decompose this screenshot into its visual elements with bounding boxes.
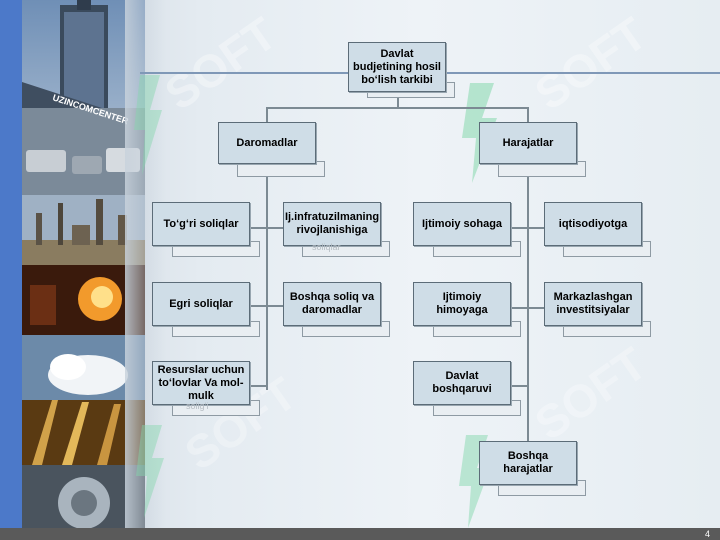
connector-line (250, 305, 286, 307)
connector-line (510, 385, 528, 387)
connector-line (510, 227, 546, 229)
expense-item-economy: iqtisodiyotga (544, 202, 642, 246)
income-item-other-taxes: Boshqa soliq va daromadlar (283, 282, 381, 326)
connector-line (250, 385, 268, 387)
footer-bar (0, 528, 720, 540)
watermark-logo-icon (136, 425, 164, 518)
expenses-branch-node: Harajatlar (479, 122, 577, 164)
root-node: Davlat budjetining hosil bo‘lish tarkibi (348, 42, 446, 92)
building-photo: UZINCOMCENTER (22, 0, 145, 195)
left-accent-bar (0, 0, 22, 528)
watermark-icon: SOFT (525, 7, 655, 120)
income-item-indirect-taxes: Egri soliqlar (152, 282, 250, 326)
income-item-infrastructure-sublabel: soliqlar (312, 242, 341, 252)
watermark-icon: SOFT (155, 7, 285, 120)
side-photo-strip: UZINCOMCENTER (22, 0, 145, 528)
watermark-text: SOFT (155, 7, 285, 120)
connector-line (510, 307, 546, 309)
refinery-photo (22, 195, 145, 265)
income-item-resource-payments: Resurslar uchun to‘lovlar Va mol-mulk (152, 361, 250, 405)
cotton-photo (22, 335, 145, 400)
expense-item-state-administration: Davlat boshqaruvi (413, 361, 511, 405)
income-item-direct-taxes: To‘g‘ri soliqlar (152, 202, 250, 246)
income-item-resource-payments-sublabel: solig‘i (186, 401, 209, 411)
connector-line (397, 93, 399, 108)
connector-line (266, 107, 268, 123)
photo-fade (125, 0, 165, 528)
connector-line (266, 107, 528, 109)
expense-item-other: Boshqa harajatlar (479, 441, 577, 485)
connector-line (250, 227, 286, 229)
furnace-photo (22, 265, 145, 335)
watermark-logo-icon (459, 435, 490, 528)
engine-photo (22, 465, 145, 528)
income-item-infrastructure: Ij.infratuzilmaning rivojlanishiga (283, 202, 381, 246)
income-branch-node: Daromadlar (218, 122, 316, 164)
wheat-photo (22, 400, 145, 465)
connector-line (266, 175, 268, 390)
watermark-text: SOFT (525, 337, 655, 450)
watermark-logo-icon (134, 75, 162, 175)
connector-line (527, 175, 529, 443)
expense-item-social-protection: Ijtimoiy himoyaga (413, 282, 511, 326)
watermark-text: SOFT (525, 7, 655, 120)
expense-item-social: Ijtimoiy sohaga (413, 202, 511, 246)
page-number: 4 (704, 529, 710, 539)
watermark-icon: SOFT (525, 337, 655, 450)
expense-item-central-investment: Markazlashgan investitsiyalar (544, 282, 642, 326)
connector-line (527, 107, 529, 123)
